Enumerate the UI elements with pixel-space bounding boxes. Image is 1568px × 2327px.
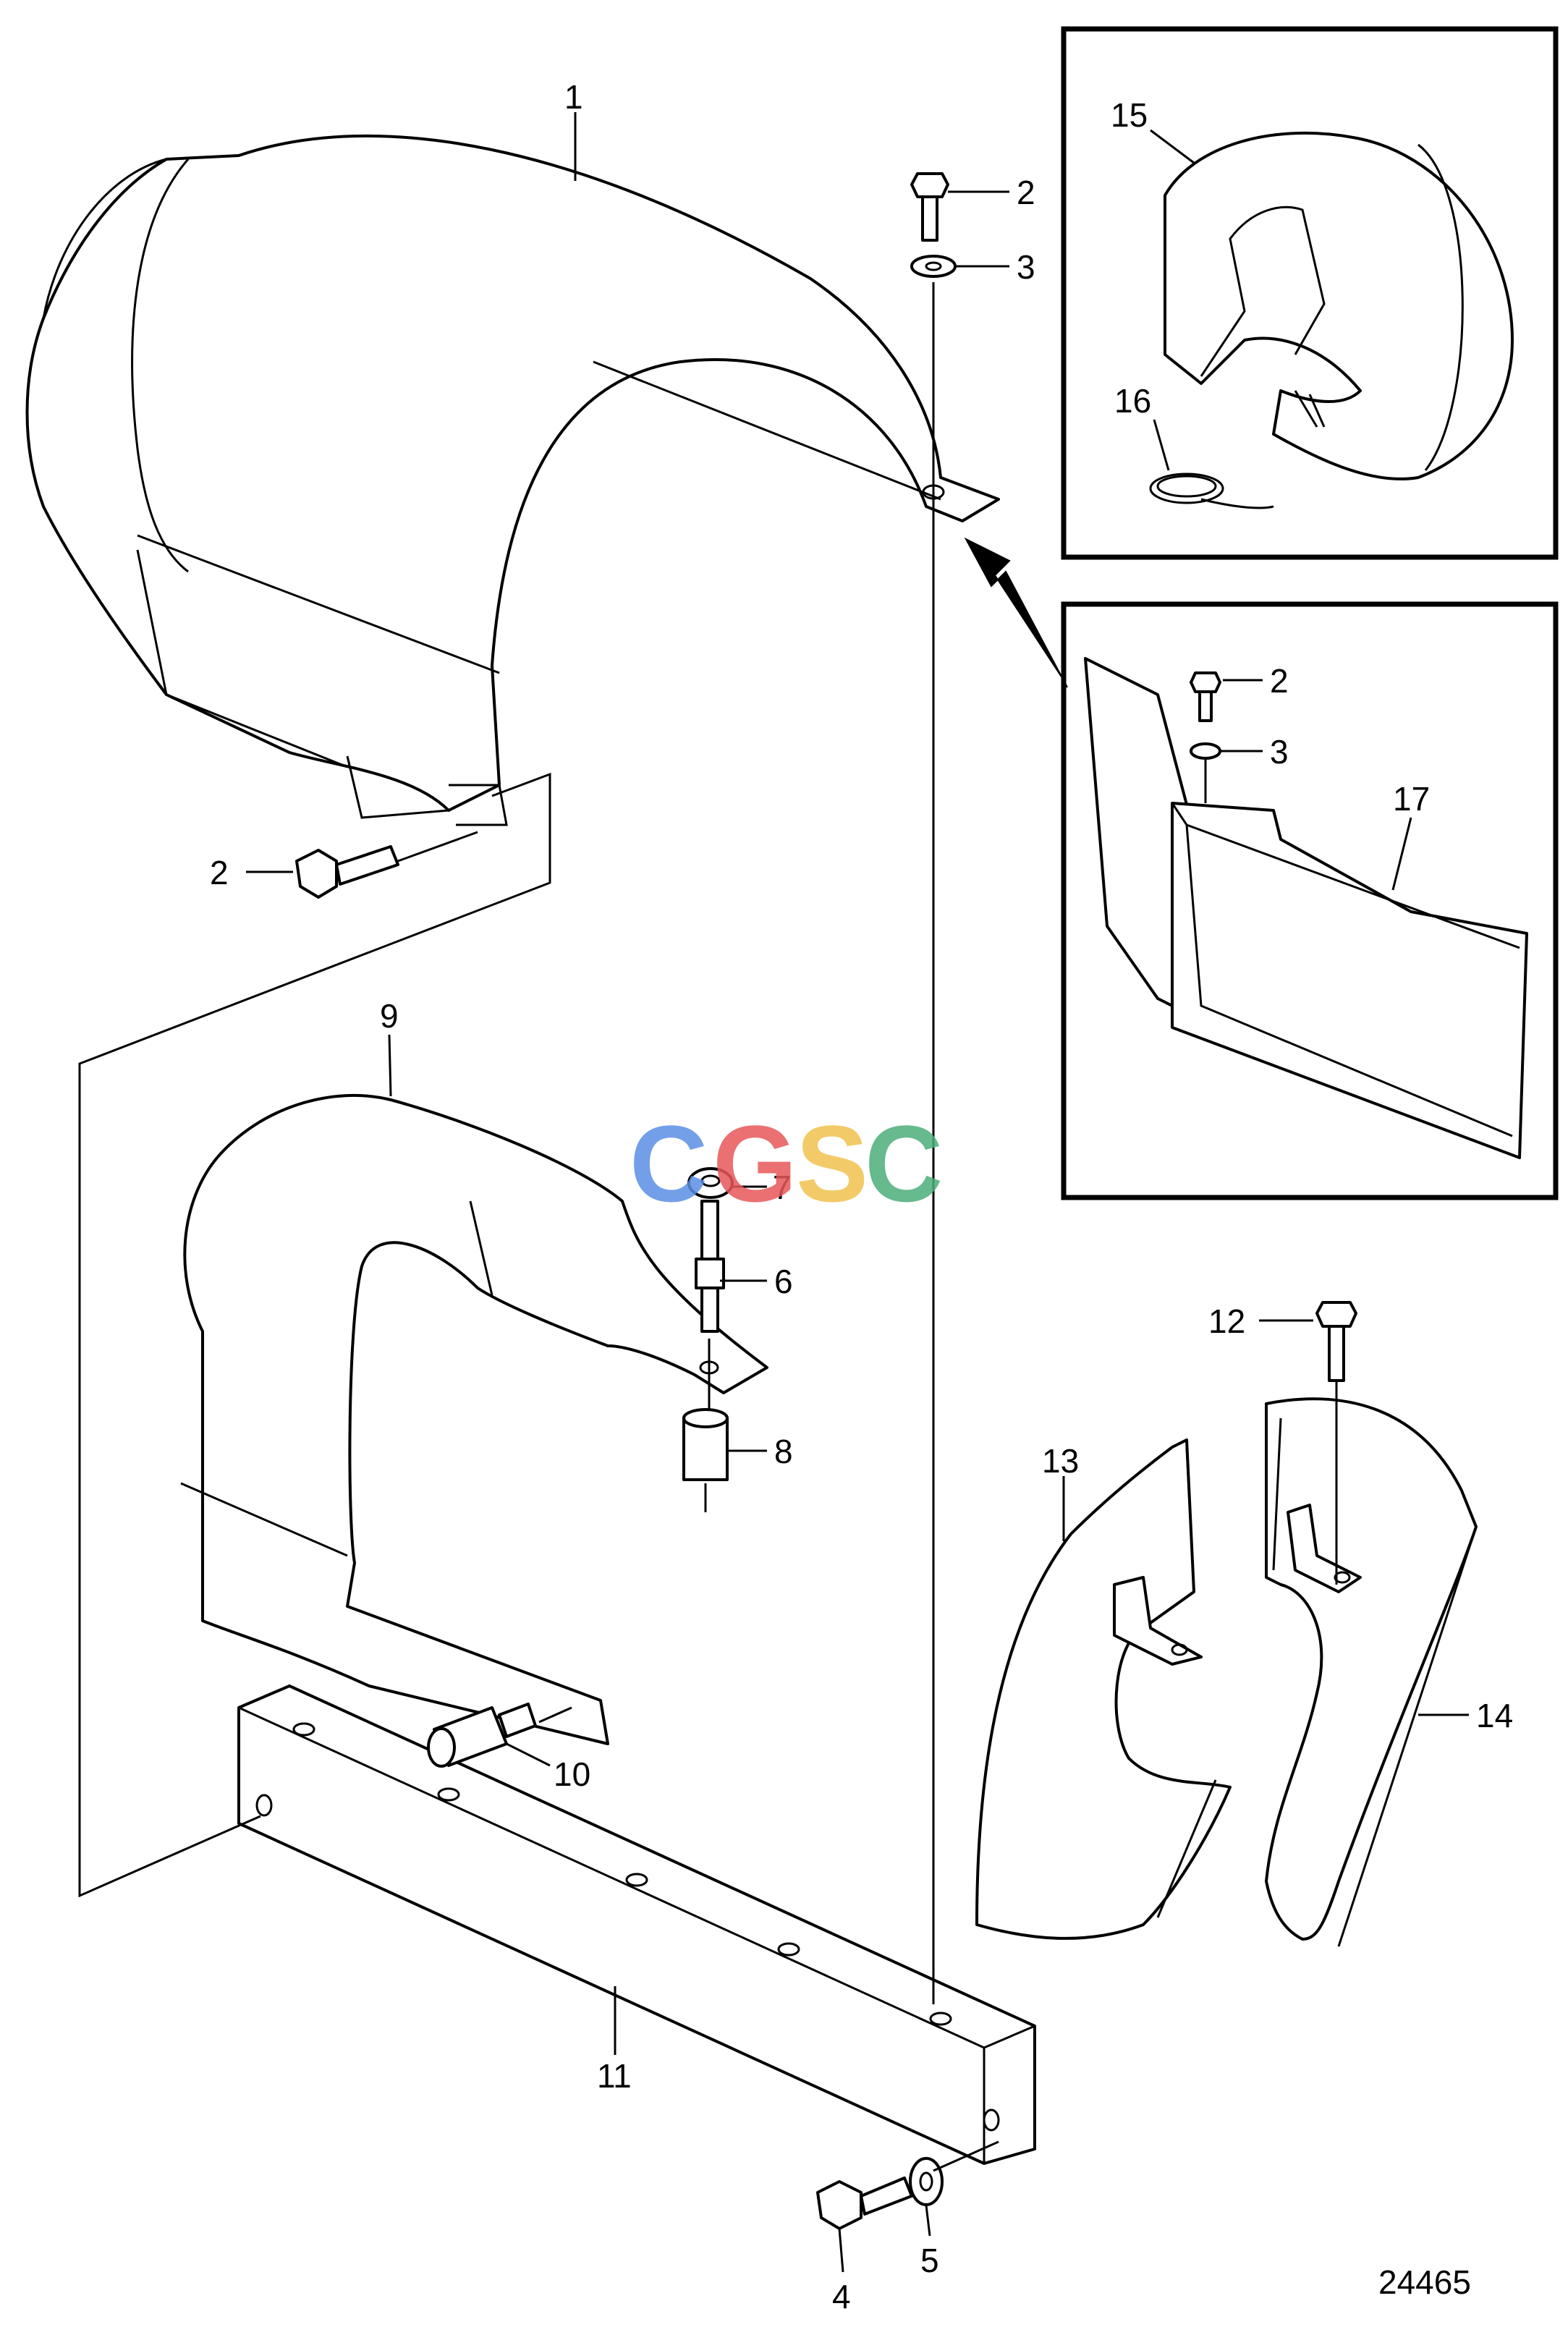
- callout-11: 11: [597, 2057, 632, 2095]
- stud-6: [695, 1200, 725, 1333]
- watermark-letter: G: [713, 1103, 797, 1224]
- callout-17: 17: [1393, 780, 1430, 818]
- upper-belt-guard: [25, 134, 1000, 826]
- inset-wire: [1149, 472, 1274, 509]
- callout-7: 7: [773, 1169, 792, 1206]
- callout-3-top: 3: [1017, 248, 1035, 286]
- left-split-guard: [975, 1438, 1232, 1940]
- callout-12: 12: [1208, 1302, 1245, 1340]
- mounting-bar: [237, 1684, 1036, 2165]
- assembly-lines: [78, 282, 1338, 2172]
- callout-3-inset: 3: [1270, 733, 1289, 771]
- watermark-letter: S: [796, 1103, 868, 1224]
- bolt-4: [816, 2176, 913, 2230]
- watermark-letter: C: [630, 1103, 708, 1224]
- callout-2-inset: 2: [1270, 662, 1289, 700]
- callout-6: 6: [774, 1263, 793, 1300]
- callout-5: 5: [920, 2242, 939, 2279]
- inset-bracket: [1061, 601, 1559, 1200]
- washer-5: [909, 2157, 944, 2206]
- bolt-2-left: [295, 845, 399, 899]
- callout-1: 1: [564, 78, 583, 116]
- callout-4: 4: [832, 2278, 851, 2315]
- callout-10: 10: [554, 1755, 590, 1793]
- lower-belt-guard: [180, 1094, 768, 1745]
- right-split-guard: [1265, 1397, 1478, 1947]
- spacer-10: [427, 1703, 537, 1768]
- callouts: 1 2 3 2 2 3 4 5 6 7 8 9 10 11 12 13 14 1…: [210, 78, 1513, 2315]
- spacer-8: [682, 1408, 729, 1481]
- callout-15: 15: [1111, 96, 1148, 134]
- callout-8: 8: [774, 1433, 793, 1470]
- inset-pulley-cover: [1061, 26, 1559, 560]
- detail-arrow: [964, 537, 1068, 688]
- callout-leaders: [246, 112, 1469, 2273]
- callout-2-top: 2: [1017, 174, 1035, 211]
- callout-9: 9: [380, 997, 399, 1035]
- watermark-letter: C: [865, 1103, 943, 1224]
- callout-13: 13: [1042, 1442, 1079, 1480]
- callout-2-left: 2: [210, 854, 229, 891]
- watermark-logo: C G S C: [630, 1103, 943, 1224]
- drawing-number: 24465: [1378, 2263, 1471, 2301]
- callout-16: 16: [1114, 382, 1151, 420]
- bolt-12: [1315, 1301, 1357, 1382]
- washer-3-top: [910, 255, 957, 278]
- callout-14: 14: [1476, 1697, 1513, 1734]
- nut-7: [687, 1167, 734, 1199]
- bolt-2-top: [910, 172, 949, 242]
